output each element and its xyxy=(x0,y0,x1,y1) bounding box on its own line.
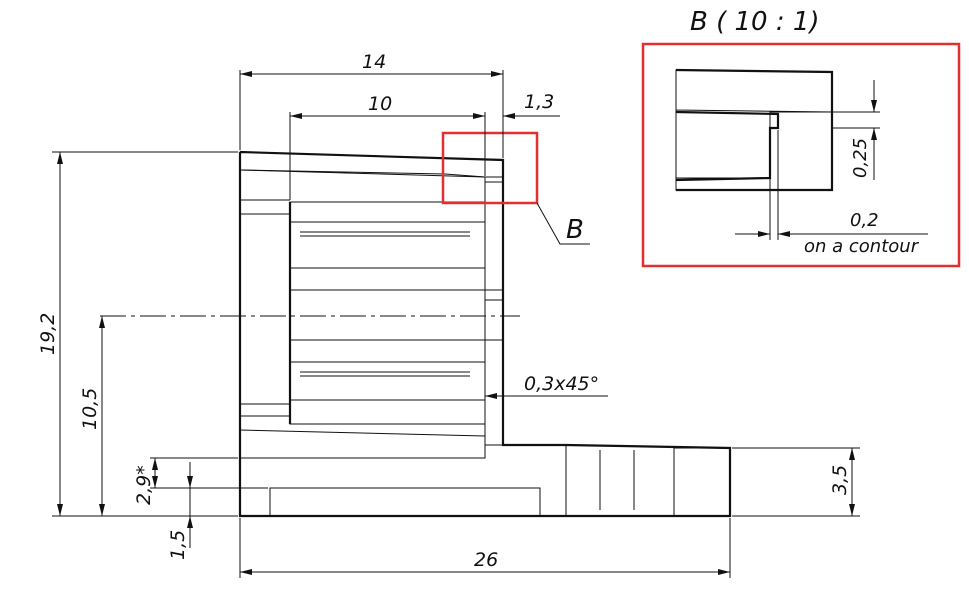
detail-view-b: B ( 10 : 1) 0,25 0,2 on a contour xyxy=(641,7,961,268)
svg-text:10: 10 xyxy=(368,93,392,115)
callout-box xyxy=(441,131,539,205)
svg-text:0,2: 0,2 xyxy=(850,210,879,231)
dim-inner-width: 10 xyxy=(289,93,486,200)
detail-note: on a contour xyxy=(804,236,920,257)
dim-height: 19,2 xyxy=(37,151,238,517)
dim-total-length: 26 xyxy=(239,518,731,578)
callout-leader xyxy=(536,202,590,245)
svg-text:0,3x45°: 0,3x45° xyxy=(524,373,599,395)
main-section-view: B 14 10 1,3 19,2 xyxy=(37,51,860,578)
svg-text:26: 26 xyxy=(474,549,498,571)
svg-text:0,25: 0,25 xyxy=(850,138,871,178)
svg-text:10,5: 10,5 xyxy=(79,388,101,430)
svg-text:2,9*: 2,9* xyxy=(133,465,155,505)
callout-label: B xyxy=(566,215,584,245)
detail-title: B ( 10 : 1) xyxy=(690,7,820,37)
dim-axis-height: 10,5 xyxy=(79,316,105,516)
svg-text:3,5: 3,5 xyxy=(829,465,851,495)
svg-text:1,5: 1,5 xyxy=(167,530,189,560)
dim-chamfer: 0,3x45° xyxy=(485,373,608,399)
dim-flange-step: 2,9* xyxy=(133,457,268,505)
dim-wall: 1,3 xyxy=(460,91,560,119)
svg-text:14: 14 xyxy=(362,51,386,73)
dim-flange-thickness: 3,5 xyxy=(732,447,860,517)
detail-frame xyxy=(641,42,961,268)
part-outline xyxy=(100,150,732,518)
svg-text:1,3: 1,3 xyxy=(524,91,554,113)
svg-text:19,2: 19,2 xyxy=(37,313,59,355)
dim-bottom-gap: 1,5 xyxy=(167,462,193,560)
